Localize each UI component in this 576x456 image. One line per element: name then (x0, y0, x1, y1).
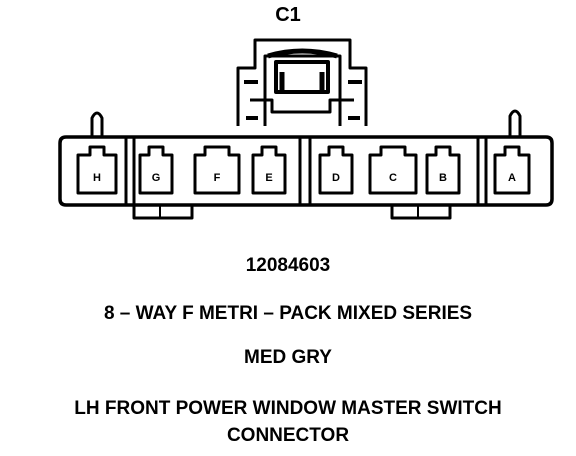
cavity-g (138, 145, 174, 195)
pin-label-d: D (332, 172, 340, 184)
left-post (90, 111, 104, 137)
pin-label-f: F (214, 172, 221, 184)
pin-label-b: B (439, 172, 447, 184)
bottom-latch-left (132, 203, 194, 220)
pin-label-c: C (389, 172, 397, 184)
bottom-latch-right (390, 203, 452, 220)
pin-label-h: H (93, 172, 101, 184)
pin-label-g: G (152, 172, 161, 184)
series-description: 8 – WAY F METRI – PACK MIXED SERIES (103, 303, 473, 324)
connector-description-line-2: CONNECTOR (226, 425, 350, 446)
cavity-b (425, 145, 461, 195)
cavity-e (251, 145, 287, 195)
cavity-a (493, 145, 531, 195)
connector-color: MED GRY (244, 347, 332, 368)
connector-description-line-1: LH FRONT POWER WINDOW MASTER SWITCH (74, 398, 502, 419)
connector-housing (58, 135, 554, 207)
connector-id-label: C1 (275, 4, 301, 26)
connector-diagram: H G F E D C B A (58, 38, 554, 220)
cavity-c (368, 145, 418, 195)
locking-tab (236, 38, 368, 126)
right-post (508, 109, 522, 137)
part-number: 12084603 (245, 255, 331, 276)
pin-label-e: E (265, 172, 272, 184)
cavity-d (318, 145, 354, 195)
cavity-h (76, 145, 118, 195)
pin-label-a: A (508, 172, 516, 184)
cavity-f (193, 145, 241, 195)
